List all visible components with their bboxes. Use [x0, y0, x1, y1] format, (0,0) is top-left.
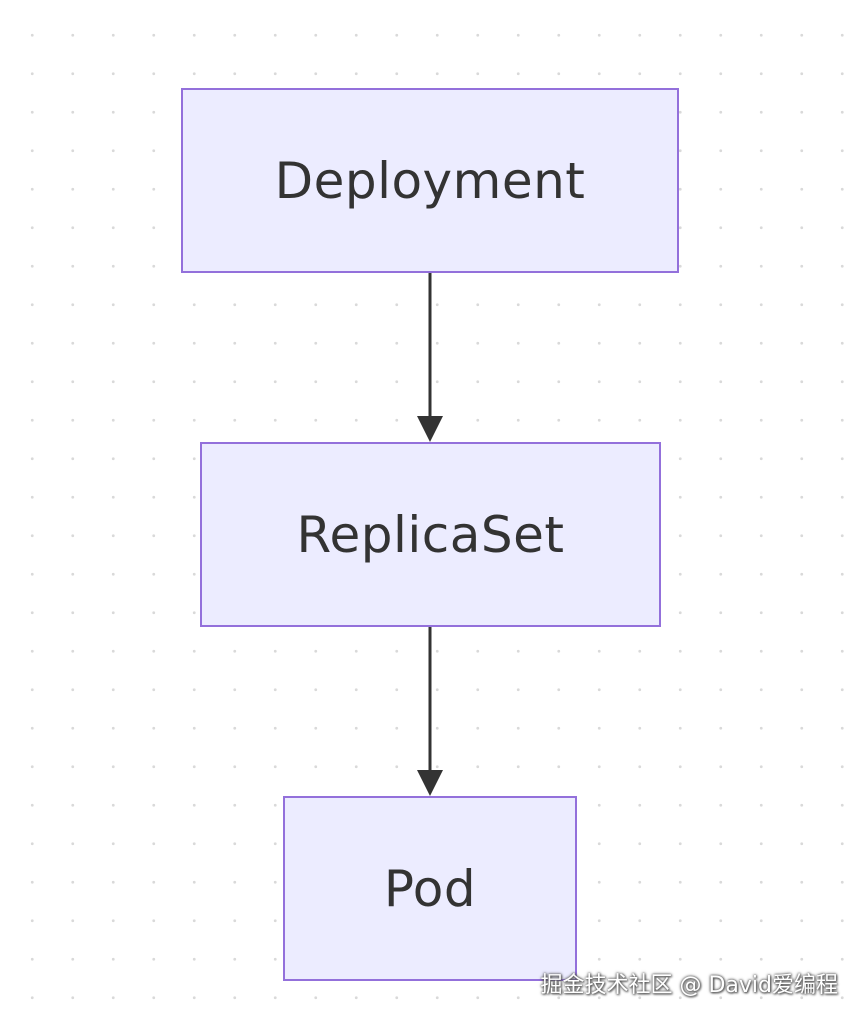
node-pod[interactable]: Pod — [283, 796, 577, 981]
node-deployment[interactable]: Deployment — [181, 88, 679, 273]
watermark-text: 掘金技术社区 @ David爱编程 — [540, 973, 838, 998]
edge-replicaset-to-pod — [417, 627, 443, 796]
node-replicaset[interactable]: ReplicaSet — [200, 442, 661, 627]
node-label: Deployment — [274, 151, 586, 210]
arrowhead-icon — [417, 416, 443, 442]
edge-deployment-to-replicaset — [417, 273, 443, 442]
arrowhead-icon — [417, 770, 443, 796]
node-label: Pod — [383, 859, 477, 918]
node-label: ReplicaSet — [296, 505, 565, 564]
